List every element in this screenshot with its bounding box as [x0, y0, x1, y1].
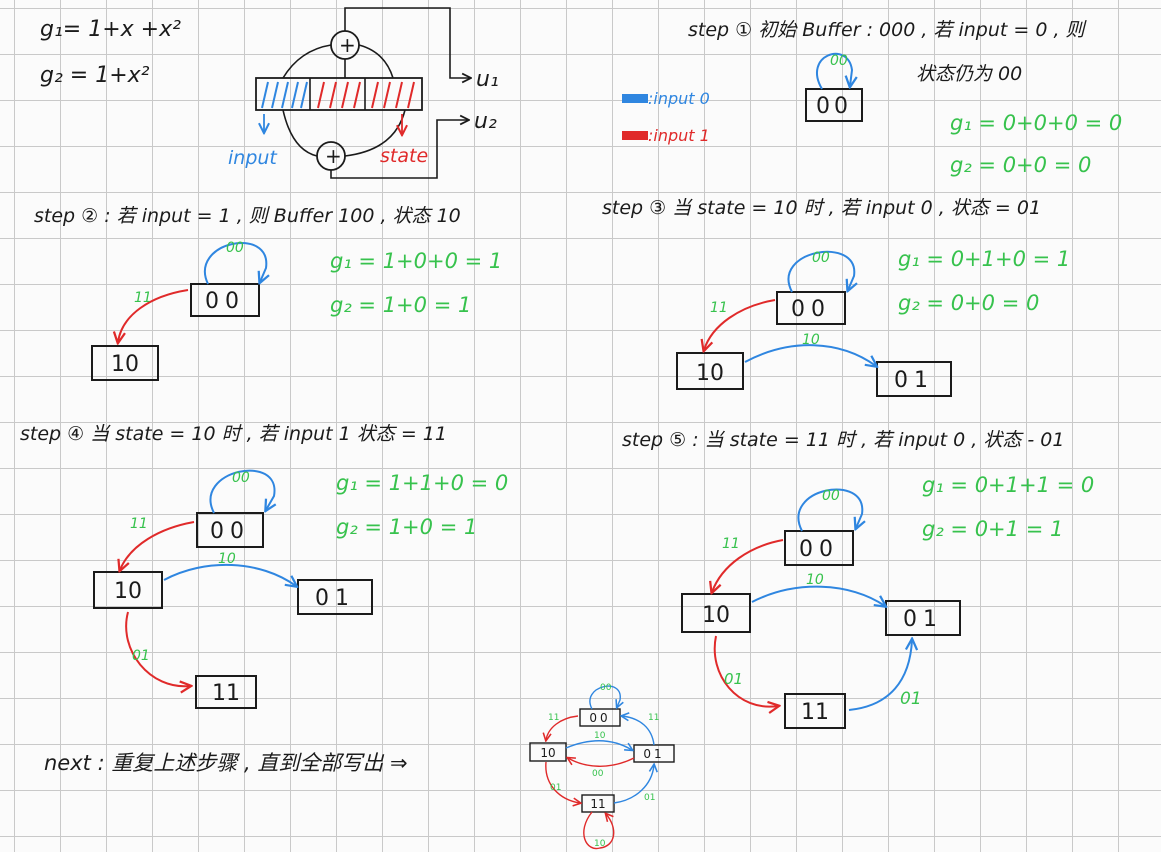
- state-box-00: [190, 283, 260, 317]
- edge-label: 01: [900, 689, 922, 709]
- legend-input0-swatch: [622, 94, 648, 103]
- step3-diagram: 00 10 01 00 11 10: [676, 250, 952, 397]
- state-box-label: 01: [903, 607, 943, 632]
- edge-label: 00: [830, 53, 848, 69]
- state-box-label: 11: [212, 681, 240, 706]
- state-box-label: 10: [114, 579, 142, 604]
- state-box-label: 00: [205, 289, 245, 314]
- step3-g1: g₁ = 0+1+0 = 1: [898, 247, 1070, 271]
- state-cell-hatch: [317, 81, 415, 109]
- edge-label: 01: [724, 670, 743, 688]
- step4-diagram: 00 10 01 11 00 11 10 01: [93, 469, 373, 709]
- step4-text: step ④ 当 state = 10 时 , 若 input 1 状态 = 1…: [20, 423, 447, 445]
- step3-text: step ③ 当 state = 10 时 , 若 input 0 , 状态 =…: [602, 197, 1041, 219]
- state-box-label: 00: [210, 519, 250, 544]
- edge-label: 10: [594, 731, 606, 741]
- state-box-10: [529, 742, 567, 762]
- step2-g1: g₁ = 1+0+0 = 1: [330, 249, 502, 273]
- step2-diagram: 00 10 00 11: [91, 240, 266, 381]
- state-box-10: [91, 345, 159, 381]
- edge-label: 01: [644, 793, 655, 803]
- step3-g2: g₂ = 0+0 = 0: [898, 291, 1039, 315]
- step5-g2: g₂ = 0+1 = 1: [922, 517, 1063, 541]
- state-label: state: [380, 145, 428, 167]
- edge-label: 01: [550, 783, 561, 793]
- step5-text: step ⑤ : 当 state = 11 时 , 若 input 0 , 状态…: [622, 429, 1064, 451]
- state-box-label: 10: [702, 603, 730, 628]
- u1-output-label: u₁: [476, 67, 499, 92]
- step1-text: step ① 初始 Buffer : 000 , 若 input = 0 , 则: [688, 19, 1088, 41]
- edge-label: 00: [592, 769, 604, 779]
- edge-label: 10: [594, 839, 606, 849]
- state-box-label: 00: [589, 711, 610, 725]
- state-box-00: [805, 88, 863, 122]
- edge-label: 11: [710, 300, 728, 316]
- state-box-00: [784, 530, 854, 566]
- step1-diagram: 00 00: [805, 52, 863, 122]
- state-box-label: 01: [894, 368, 934, 393]
- state-box-11: [195, 675, 257, 709]
- state-box-label: 00: [816, 94, 852, 119]
- shift-register: [255, 77, 423, 111]
- edge-label: 00: [232, 470, 250, 486]
- g2-polynomial: g₂ = 1+x²: [40, 63, 150, 88]
- state-box-00: [776, 291, 846, 325]
- g1-polynomial: g₁= 1+x +x²: [40, 17, 181, 42]
- state-box-label: 10: [111, 352, 139, 377]
- state-box-01: [876, 361, 952, 397]
- step4-g1: g₁ = 1+1+0 = 0: [336, 471, 508, 495]
- step1-text-2: 状态仍为 00: [916, 63, 1022, 85]
- edge-label: 10: [218, 551, 236, 567]
- state-box-00: [196, 512, 264, 548]
- legend-input1: :input 1: [648, 126, 710, 145]
- state-box-label: 11: [590, 797, 605, 811]
- edge-label: 11: [548, 713, 559, 723]
- input-label: input: [228, 147, 278, 169]
- edge-label: 10: [802, 332, 820, 348]
- step5-diagram: 00 10 01 11 00 11 10 01 01: [681, 488, 961, 729]
- state-box-label: 00: [799, 537, 839, 562]
- state-box-label: 01: [643, 747, 664, 761]
- state-box-label: 11: [801, 700, 829, 725]
- encoder-circuit: + +: [255, 7, 470, 179]
- u2-output-label: u₂: [474, 109, 497, 134]
- state-box-label: 10: [540, 746, 555, 760]
- step4-g2: g₂ = 1+0 = 1: [336, 515, 477, 539]
- edge-label: 11: [134, 290, 152, 306]
- state-box-01: [297, 579, 373, 615]
- full-state-diagram: 00 10 01 11 00 11 10 11 00 01 01 10: [529, 683, 675, 850]
- legend-input0: :input 0: [648, 89, 710, 108]
- state-box-label: 01: [315, 586, 355, 611]
- xor-top-symbol: +: [339, 33, 356, 57]
- edge-label: 01: [132, 648, 150, 664]
- edge-label: 11: [130, 516, 148, 532]
- edge-label: 00: [812, 250, 830, 266]
- state-box-01: [885, 600, 961, 636]
- step2-text: step ② : 若 input = 1 , 则 Buffer 100 , 状态…: [34, 205, 461, 227]
- edge-label: 11: [722, 536, 740, 552]
- next-text: next : 重复上述步骤 , 直到全部写出 ⇒: [44, 751, 408, 775]
- state-box-label: 00: [791, 297, 831, 322]
- state-box-label: 10: [696, 361, 724, 386]
- step1-g2: g₂ = 0+0 = 0: [950, 153, 1091, 177]
- step5-g1: g₁ = 0+1+1 = 0: [922, 473, 1094, 497]
- edge-label: 00: [822, 488, 840, 504]
- state-box-11: [784, 693, 846, 729]
- step2-g2: g₂ = 1+0 = 1: [330, 293, 471, 317]
- edge-label: 10: [806, 572, 824, 588]
- edge-label: 00: [600, 683, 612, 693]
- xor-bottom-symbol: +: [325, 144, 342, 168]
- legend-input1-swatch: [622, 131, 648, 140]
- step1-g1: g₁ = 0+0+0 = 0: [950, 111, 1122, 135]
- edge-label: 11: [648, 713, 659, 723]
- input-cell-hatch: [261, 81, 308, 109]
- edge-label: 00: [226, 240, 244, 256]
